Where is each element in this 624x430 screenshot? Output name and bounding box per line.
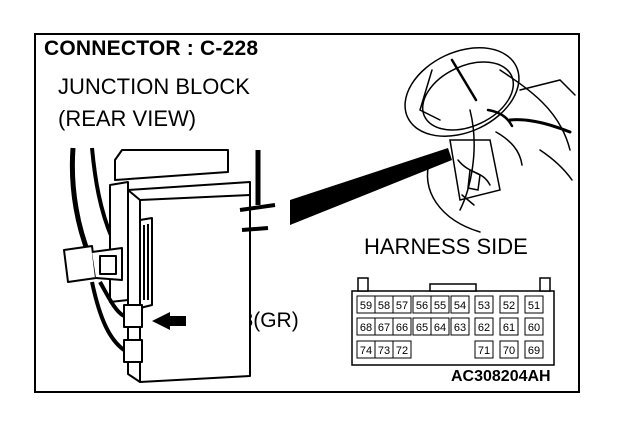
pin-number: 68: [360, 322, 372, 334]
pin-cell: [450, 317, 470, 336]
pin-number: 61: [503, 322, 515, 334]
pin-cell: [499, 340, 519, 359]
pin-number: 57: [396, 300, 408, 312]
component-name: JUNCTION BLOCK: [58, 74, 250, 99]
harness-side-label: HARNESS SIDE: [364, 234, 528, 259]
pin-cell: [524, 340, 544, 359]
pin-number: 54: [454, 300, 466, 312]
figure-code: AC308204AH: [451, 368, 551, 385]
pin-number: 58: [378, 300, 390, 312]
pin-number: 67: [378, 322, 390, 334]
pin-cell: [392, 340, 412, 359]
pin-number: 55: [434, 300, 446, 312]
pin-cell: [524, 295, 544, 314]
pin-number: 64: [434, 322, 446, 334]
pin-number: 52: [503, 300, 515, 312]
pin-number: 73: [378, 345, 390, 357]
pin-number: 60: [528, 322, 540, 334]
pin-cell: [392, 295, 412, 314]
connector-title: CONNECTOR : C-228: [44, 37, 259, 60]
pin-number: 74: [360, 345, 372, 357]
pin-cell: [430, 295, 450, 314]
pin-number: 69: [528, 345, 540, 357]
connector-pin-grid: 59 58 57 56 55 54 53 52 51 68 67 66 65 64 63 62 61 60 74 73…: [356, 295, 544, 359]
pin-number: 72: [396, 345, 408, 357]
junction-block-illustration: [63, 147, 276, 383]
pin-cell: [474, 340, 494, 359]
pin-number: 62: [478, 322, 490, 334]
pin-cell: [499, 317, 519, 336]
pin-number: 70: [503, 345, 515, 357]
pin-number: 59: [360, 300, 372, 312]
leader-wedge: [290, 148, 452, 225]
pin-number: 71: [478, 345, 490, 357]
pin-number: 53: [478, 300, 490, 312]
pin-cell: [450, 295, 470, 314]
pin-cell: [474, 295, 494, 314]
pin-cell: [392, 317, 412, 336]
pin-cell: [430, 317, 450, 336]
pin-cell: [499, 295, 519, 314]
pin-number: 63: [454, 322, 466, 334]
vehicle-location-sketch: [404, 47, 576, 233]
pin-number: 56: [416, 300, 428, 312]
pin-cell: [524, 317, 544, 336]
pin-number: 66: [396, 322, 408, 334]
pin-number: 65: [416, 322, 428, 334]
pin-number: 51: [528, 300, 540, 312]
view-label: (REAR VIEW): [58, 106, 197, 131]
figure-frame: [34, 33, 580, 393]
pin-cell: [474, 317, 494, 336]
